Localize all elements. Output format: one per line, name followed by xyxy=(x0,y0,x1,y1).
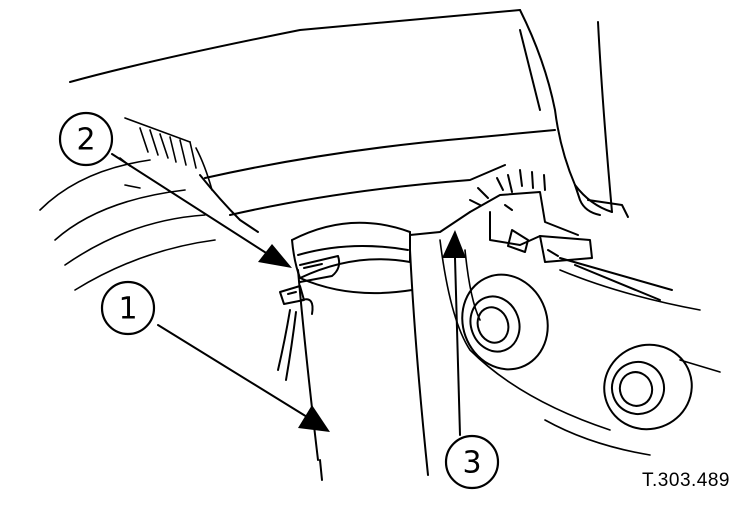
housing-panel xyxy=(69,9,629,233)
arrowhead-2 xyxy=(258,244,292,268)
callout-label-3: 3 xyxy=(462,446,481,481)
figure-reference-code: T.303.489 xyxy=(642,470,730,491)
leader-2 xyxy=(111,153,275,259)
callout-circle-2 xyxy=(58,111,114,167)
hose xyxy=(277,249,429,481)
bracket xyxy=(409,169,673,301)
callout-circle-3 xyxy=(444,434,500,490)
wheel-arch-lines xyxy=(39,157,216,291)
arrowhead-3 xyxy=(442,230,466,258)
hose-clamp xyxy=(279,221,413,315)
grommet-upper xyxy=(461,273,549,371)
arrowhead-1 xyxy=(298,405,330,432)
grommet-lower xyxy=(603,343,693,431)
callout-label-1: 1 xyxy=(118,292,137,327)
leader-1 xyxy=(157,324,313,421)
lower-body-lines xyxy=(439,239,721,456)
hatching xyxy=(124,117,213,191)
callout-circle-1 xyxy=(100,280,156,336)
callout-label-2: 2 xyxy=(76,123,95,158)
leader-3 xyxy=(454,257,461,436)
